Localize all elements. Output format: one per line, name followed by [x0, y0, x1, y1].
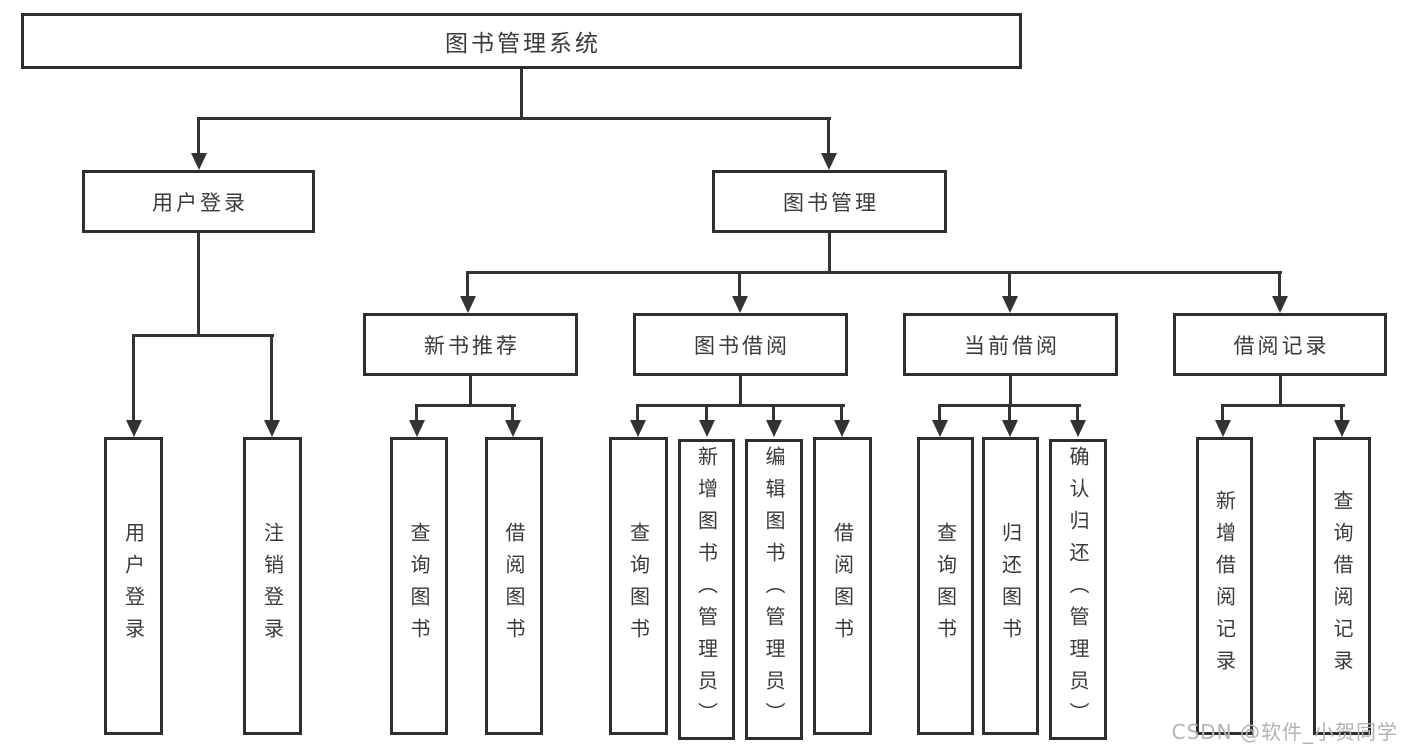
connector-book-mgmt-branch [466, 271, 1282, 274]
connector-new-books-branch [415, 404, 516, 407]
leaf-br-query-record: 查询借阅记录 [1313, 437, 1371, 735]
arrow-down-cb-confirm [1076, 404, 1079, 420]
connector-current-borrow-stem [1009, 374, 1012, 407]
arrow-down-bb-borrow [840, 404, 843, 420]
node-book-mgmt-label: 图书管理 [783, 190, 879, 215]
leaf-br-add-record-label: 新增借阅记录 [1212, 490, 1237, 682]
node-user-login: 用户登录 [82, 170, 315, 233]
leaf-logout: 注销登录 [243, 437, 302, 735]
connector-book-borrow-stem [739, 374, 742, 407]
arrow-down-to-user-login [197, 117, 200, 153]
leaf-cb-query-books-label: 查询图书 [933, 522, 958, 650]
leaf-cb-confirm-return-admin: 确认归还（管理员） [1049, 439, 1107, 740]
connector-user-login-stem [197, 230, 200, 337]
leaf-logout-label: 注销登录 [260, 522, 285, 650]
leaf-bb-add-books-admin-label: 新增图书（管理员） [694, 445, 719, 734]
leaf-nb-query-books-label: 查询图书 [407, 522, 431, 650]
leaf-nb-borrow-books-label: 借阅图书 [502, 522, 526, 650]
leaf-nb-borrow-books: 借阅图书 [485, 437, 543, 735]
arrow-down-nb-query [415, 404, 418, 420]
node-book-borrow-label: 图书借阅 [694, 333, 790, 358]
leaf-bb-query-books-label: 查询图书 [626, 522, 651, 650]
arrow-down-bb-add [705, 404, 708, 420]
connector-root-branch [197, 117, 831, 120]
node-library-system-label: 图书管理系统 [445, 31, 601, 57]
arrow-down-to-leaf-login [132, 334, 135, 420]
leaf-bb-borrow-books-label: 借阅图书 [830, 522, 855, 650]
node-user-login-label: 用户登录 [152, 190, 248, 215]
arrow-down-to-new-books [466, 271, 469, 296]
arrow-down-to-book-borrow [738, 271, 741, 296]
leaf-user-login-label: 用户登录 [121, 522, 146, 650]
arrow-down-to-book-mgmt [827, 117, 830, 153]
node-borrow-records-label: 借阅记录 [1233, 333, 1330, 358]
arrow-down-br-query [1340, 404, 1343, 420]
arrow-down-to-current-borrow [1008, 271, 1011, 296]
node-library-system: 图书管理系统 [21, 13, 1022, 69]
node-current-borrow-label: 当前借阅 [964, 333, 1060, 358]
connector-book-borrow-branch [636, 404, 845, 407]
leaf-bb-query-books: 查询图书 [609, 437, 668, 735]
node-book-borrow: 图书借阅 [633, 313, 848, 376]
arrow-down-nb-borrow [511, 404, 514, 420]
node-book-mgmt: 图书管理 [712, 170, 947, 233]
leaf-cb-query-books: 查询图书 [917, 437, 974, 735]
arrow-down-to-borrow-records [1278, 271, 1281, 296]
leaf-bb-borrow-books: 借阅图书 [813, 437, 872, 735]
arrow-down-br-add [1221, 404, 1224, 420]
leaf-cb-confirm-return-admin-label: 确认归还（管理员） [1066, 445, 1090, 734]
node-new-books-label: 新书推荐 [424, 333, 520, 358]
leaf-br-query-record-label: 查询借阅记录 [1330, 490, 1354, 682]
leaf-bb-add-books-admin: 新增图书（管理员） [678, 439, 735, 740]
leaf-cb-return-books: 归还图书 [982, 437, 1039, 735]
node-current-borrow: 当前借阅 [903, 313, 1118, 376]
leaf-bb-edit-books-admin: 编辑图书（管理员） [745, 439, 803, 740]
arrow-down-to-leaf-logout [270, 334, 273, 420]
arrow-down-cb-query [938, 404, 941, 420]
leaf-br-add-record: 新增借阅记录 [1196, 437, 1253, 735]
watermark: CSDN @软件_小贺同学 [1171, 720, 1398, 744]
connector-book-mgmt-stem [828, 230, 831, 274]
node-borrow-records: 借阅记录 [1173, 313, 1387, 376]
arrow-down-bb-edit [772, 404, 775, 420]
connector-root-stem [520, 66, 523, 119]
connector-user-login-branch [132, 334, 274, 337]
leaf-cb-return-books-label: 归还图书 [998, 522, 1023, 650]
leaf-bb-edit-books-admin-label: 编辑图书（管理员） [762, 445, 786, 734]
arrow-down-bb-query [636, 404, 639, 420]
leaf-user-login: 用户登录 [104, 437, 163, 735]
arrow-down-cb-return [1008, 404, 1011, 420]
leaf-nb-query-books: 查询图书 [390, 437, 448, 735]
node-new-books: 新书推荐 [363, 313, 578, 376]
connector-borrow-records-branch [1221, 404, 1345, 407]
connector-borrow-records-stem [1279, 374, 1282, 407]
connector-new-books-stem [469, 374, 472, 407]
